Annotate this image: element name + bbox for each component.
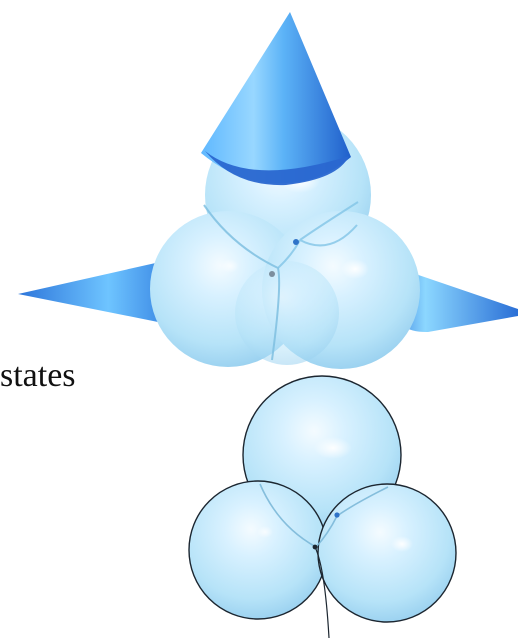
bottom-highlight-1: [314, 437, 352, 459]
top-cone-dark-edge: [205, 151, 349, 186]
top-lower-sphere: [235, 261, 339, 365]
bottom-junction-dot: [334, 512, 340, 518]
top-cone: [201, 12, 351, 184]
top-sphere-highlight-3: [221, 259, 239, 273]
caption-states: states: [0, 357, 76, 394]
top-junction-dot: [293, 239, 299, 245]
bottom-highlight-3: [257, 526, 273, 538]
top-cone-top-group: [201, 12, 351, 186]
bottom-cluster: [188, 375, 457, 639]
top-center-shadow: [269, 271, 275, 277]
bottom-seam-main: [314, 546, 330, 639]
bottom-right-sphere: [317, 483, 457, 623]
bottom-left-sphere: [188, 480, 328, 620]
top-cluster: [18, 12, 518, 369]
bottom-center-dot: [312, 544, 318, 550]
bottom-seam-upper: [259, 483, 389, 548]
left-cone: [18, 262, 182, 322]
bottom-highlight-2: [391, 536, 413, 552]
top-sphere-highlight-2: [341, 259, 369, 279]
